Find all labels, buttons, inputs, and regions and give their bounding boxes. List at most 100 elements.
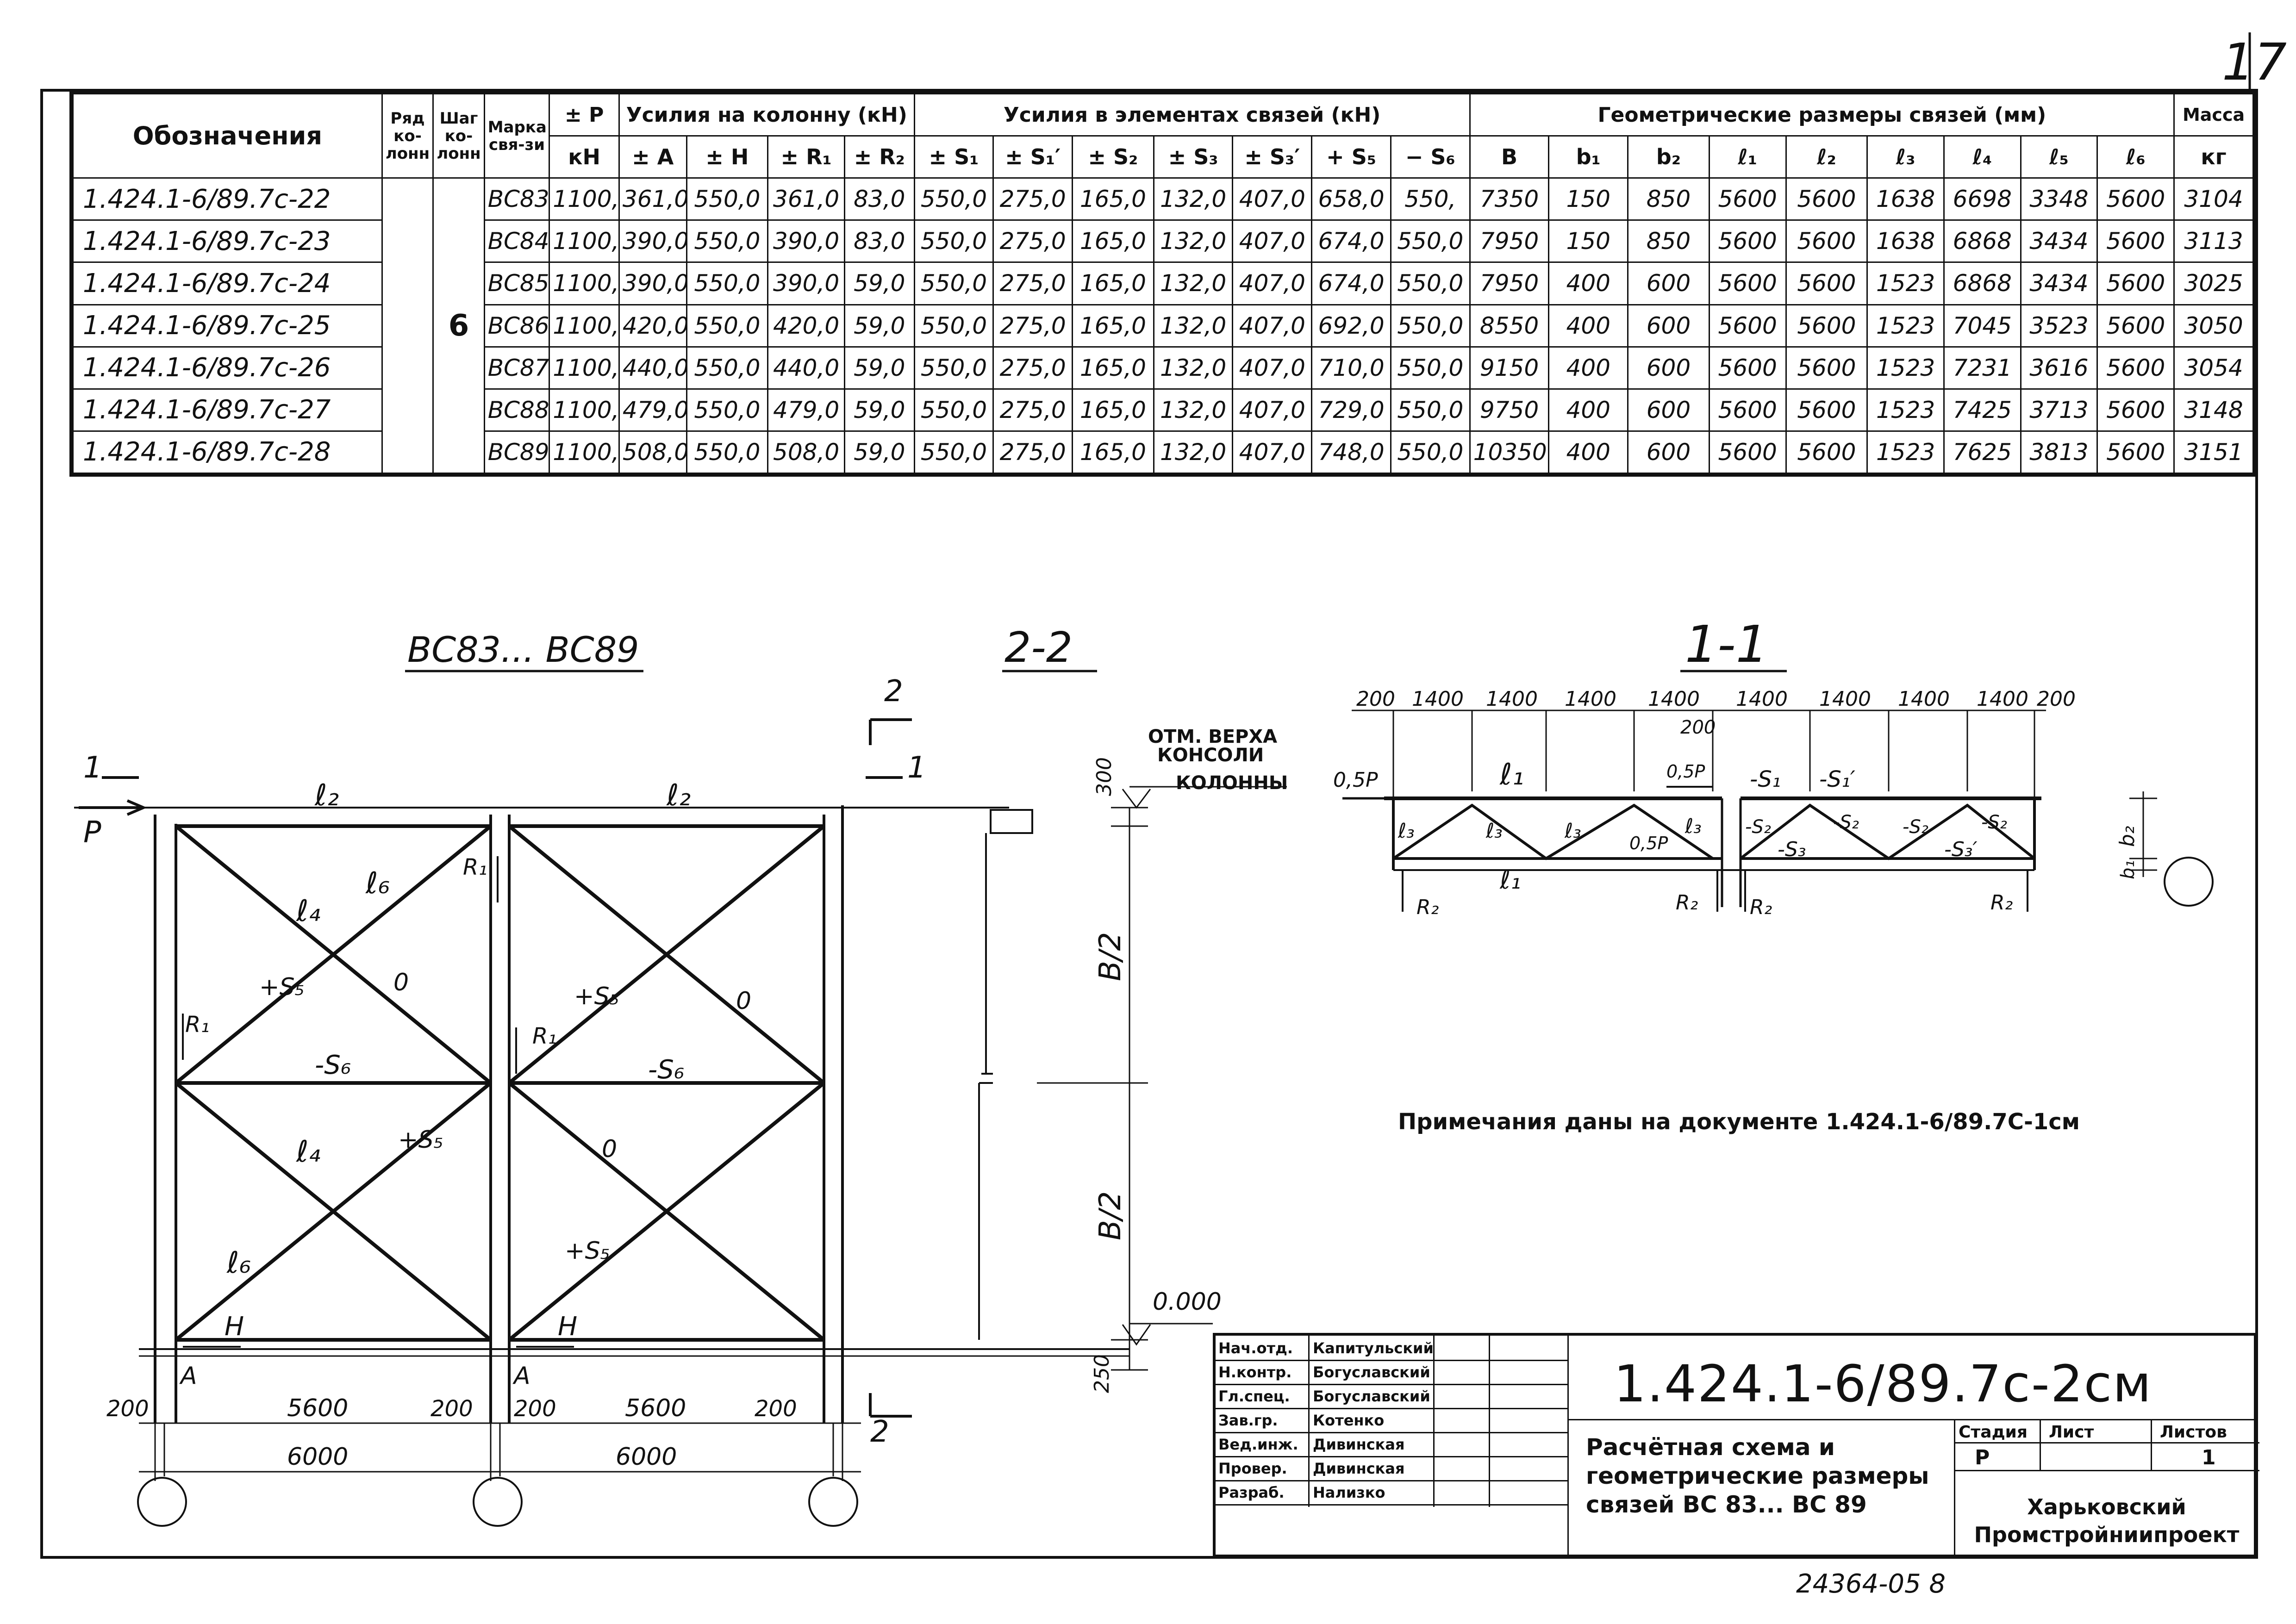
- cell-value: 1638: [1866, 177, 1945, 221]
- sub-s3p: ± S₃′: [1232, 135, 1313, 179]
- cell-mark: ВС83: [483, 177, 550, 221]
- cell-value: 407,0: [1232, 261, 1313, 305]
- cell-value: 59,0: [843, 430, 915, 474]
- cell-value: 550,0: [686, 388, 769, 432]
- sub-l4: ℓ₄: [1943, 135, 2021, 179]
- cell-value: 6698: [1943, 177, 2021, 221]
- table-row: 1.424.1-6/89.7с-23ВС841100,0390,0550,039…: [72, 219, 2254, 263]
- cell-value: 1523: [1866, 346, 1945, 390]
- truss-s1: -S₁: [1750, 766, 1781, 792]
- cell-value: 3434: [2020, 261, 2098, 305]
- sub-b1: b₁: [1548, 135, 1629, 179]
- sheets-value: 1: [2202, 1446, 2216, 1469]
- label-l4-bottom: ℓ₄: [296, 1135, 320, 1169]
- cell-mark: ВС88: [483, 388, 550, 432]
- truss-web: [1392, 803, 1714, 860]
- cell-value: 132,0: [1153, 177, 1234, 221]
- sub-l5: ℓ₅: [2020, 135, 2098, 179]
- cell-value: 5600: [1785, 261, 1868, 305]
- cell-value: 390,0: [618, 261, 687, 305]
- label-cut1-left: 1: [83, 751, 102, 785]
- hdr-mass: Масса: [2173, 93, 2254, 137]
- cell-value: 550,0: [913, 430, 994, 474]
- truss-dim-label: 1400: [1898, 687, 1950, 711]
- cell-value: 550,0: [913, 177, 994, 221]
- sub-b: B: [1469, 135, 1550, 179]
- cell-value: 850: [1627, 177, 1710, 221]
- cell-value: 400: [1548, 388, 1629, 432]
- stage-value: Р: [1975, 1446, 1990, 1469]
- cell-value: 59,0: [843, 304, 915, 348]
- label-cut1-right: 1: [907, 751, 926, 785]
- label-l4-top: ℓ₄: [296, 894, 320, 928]
- truss-s3p: -S₃′: [1944, 838, 1977, 861]
- cell-value: 3813: [2020, 430, 2098, 474]
- truss-dim-label: 1400: [1648, 687, 1700, 711]
- truss-dim-label: 1400: [1819, 687, 1871, 711]
- sub-h: ± H: [686, 135, 769, 179]
- sub-s3: ± S₃: [1153, 135, 1234, 179]
- hdr-step: Шаг ко-лонн: [432, 93, 485, 179]
- cell-value: 420,0: [767, 304, 845, 348]
- cell-value: 3434: [2020, 219, 2098, 263]
- cell-value: 5600: [1708, 304, 1787, 348]
- hdr-designation: Обозначения: [72, 93, 383, 179]
- hdr-p-unit: кН: [549, 135, 620, 179]
- staff-name: Дивинская: [1313, 1460, 1405, 1477]
- cell-value: 5600: [1708, 219, 1787, 263]
- cell-value: 275,0: [992, 219, 1073, 263]
- truss-dim-label: 1400: [1412, 687, 1464, 711]
- archive-number: 24364-05 8: [1796, 1569, 1946, 1599]
- cell-value: 5600: [2096, 388, 2175, 432]
- cell-value: 692,0: [1311, 304, 1391, 348]
- axis-bubble: [473, 1477, 523, 1527]
- spec-table-body: 1.424.1-6/89.7с-22КРАЙНИЙ6ВС831100,0361,…: [72, 177, 2254, 474]
- cell-value: 3348: [2020, 177, 2098, 221]
- truss-l3-3: ℓ₃: [1564, 819, 1581, 843]
- cell-value: 508,0: [618, 430, 687, 474]
- cell-value: 150: [1548, 219, 1629, 263]
- truss-r2-1: R₂: [1416, 896, 1439, 919]
- hdr-mass-unit: кг: [2173, 135, 2254, 179]
- cell-value: 165,0: [1072, 304, 1154, 348]
- cell-value: 5600: [1785, 177, 1868, 221]
- cell-value: 1638: [1866, 219, 1945, 263]
- truss-l3-2: ℓ₃: [1485, 819, 1503, 843]
- truss-l3-1: ℓ₃: [1398, 819, 1415, 843]
- cell-value: 550,0: [913, 261, 994, 305]
- label-l2-bay1: ℓ₂: [314, 778, 339, 813]
- cell-value: 5600: [1785, 430, 1868, 474]
- hdr-link-forces: Усилия в элементах связей (кН): [913, 93, 1471, 137]
- cell-value: 674,0: [1311, 219, 1391, 263]
- cell-value: 165,0: [1072, 261, 1154, 305]
- staff-role: Разраб.: [1218, 1484, 1285, 1501]
- label-p: P: [83, 815, 101, 850]
- truss-s2-2: -S₂: [1833, 812, 1859, 833]
- cell-mark: ВС85: [483, 261, 550, 305]
- sub-l2: ℓ₂: [1785, 135, 1868, 179]
- cell-value: 5600: [1785, 388, 1868, 432]
- label-l6-bottom: ℓ₆: [226, 1246, 251, 1280]
- cell-p: 1100,0: [549, 346, 620, 390]
- staff-role: Нач.отд.: [1218, 1339, 1293, 1357]
- sub-s1p: ± S₁′: [992, 135, 1073, 179]
- label-s5-bay2-bottom: +S₅: [565, 1237, 610, 1265]
- cell-value: 5600: [1708, 261, 1787, 305]
- cell-value: 550,0: [686, 304, 769, 348]
- dim-200-1: 200: [106, 1396, 149, 1422]
- cell-step: 6: [432, 177, 485, 474]
- label-l6-top: ℓ₆: [365, 866, 390, 901]
- truss-l3-4: ℓ₃: [1685, 815, 1702, 838]
- label-s5-bay1-top: +S₅: [259, 973, 304, 1001]
- cell-value: 550,0: [686, 346, 769, 390]
- cell-value: 407,0: [1232, 388, 1313, 432]
- cell-value: 600: [1627, 304, 1710, 348]
- truss-b1: b₁: [2117, 860, 2139, 879]
- cell-value: 400: [1548, 430, 1629, 474]
- label-a-bay1: A: [179, 1362, 197, 1390]
- cell-value: 9150: [1469, 346, 1550, 390]
- cell-value: 440,0: [767, 346, 845, 390]
- cell-value: 132,0: [1153, 430, 1234, 474]
